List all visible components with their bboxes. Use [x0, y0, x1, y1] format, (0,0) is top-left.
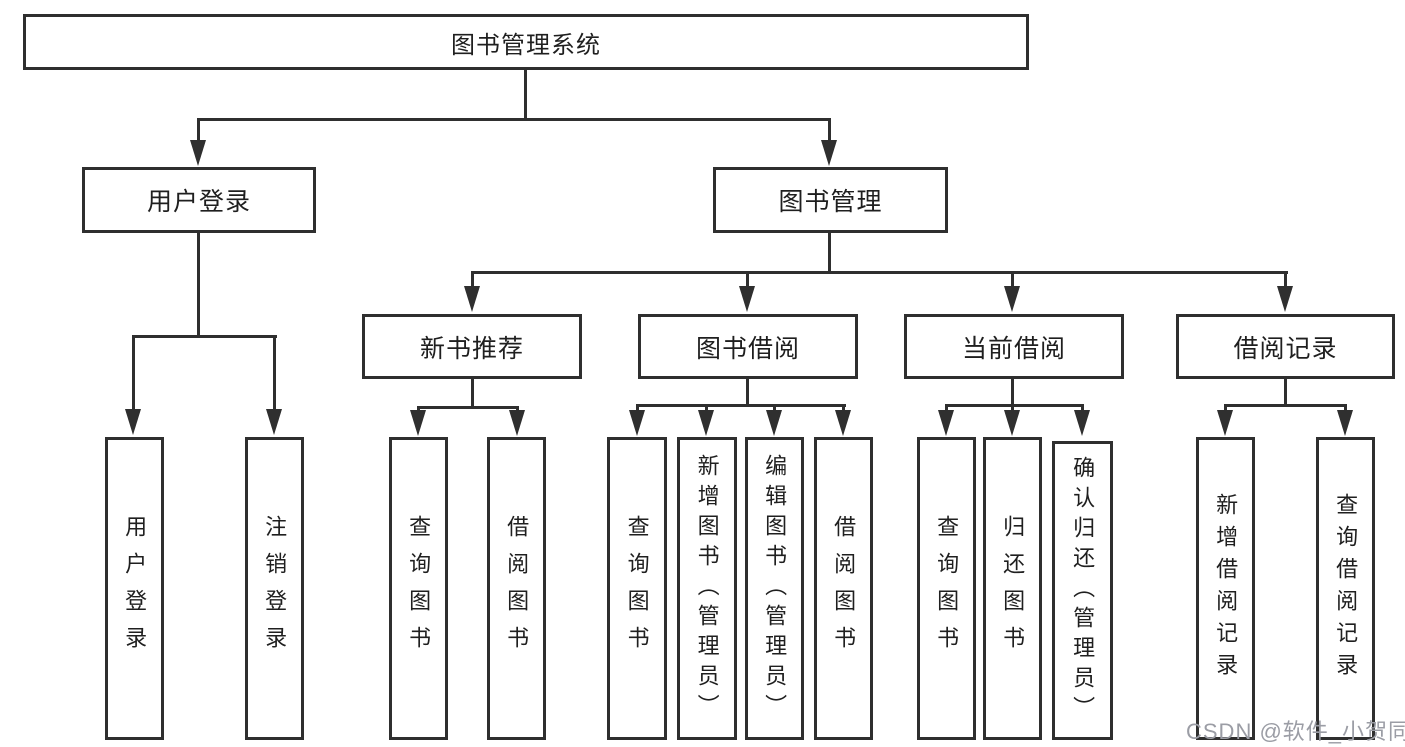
connector-vline [1284, 379, 1287, 407]
arrow-down-icon [509, 410, 525, 436]
connector-hline [945, 404, 1084, 407]
leaf-label: 用户登录 [122, 514, 148, 663]
leaf-label: 查询借阅记录 [1333, 492, 1359, 685]
arrow-down-icon [464, 286, 480, 312]
connector-vline [273, 335, 276, 413]
connector-vline [828, 118, 831, 144]
arrow-down-icon [835, 410, 851, 436]
leaf-logout: 注销登录 [245, 437, 304, 740]
node-borrow-records: 借阅记录 [1176, 314, 1395, 379]
connector-vline [197, 232, 200, 338]
leaf-label: 查询图书 [624, 514, 650, 663]
leaf-query-books: 查询图书 [917, 437, 976, 740]
arrow-down-icon [266, 409, 282, 435]
connector-hline [636, 404, 846, 407]
leaf-label: 新增借阅记录 [1213, 492, 1239, 685]
leaf-label: 查询图书 [406, 514, 432, 663]
leaf-query-borrow-record: 查询借阅记录 [1316, 437, 1375, 740]
node-label: 图书管理 [778, 188, 883, 216]
arrow-down-icon [1004, 410, 1020, 436]
connector-vline [1011, 271, 1014, 289]
connector-vline [132, 335, 135, 413]
leaf-edit-books-admin: 编辑图书（管理员） [745, 437, 804, 740]
node-label: 图书借阅 [695, 334, 800, 363]
leaf-label: 确认归还（管理员） [1070, 455, 1096, 726]
arrow-down-icon [1004, 286, 1020, 312]
node-label: 用户登录 [146, 188, 251, 216]
connector-hline [1224, 404, 1347, 407]
leaf-label: 注销登录 [262, 514, 288, 663]
csdn-watermark: CSDN @软件_小贺同学 [1186, 719, 1405, 744]
leaf-label: 借阅图书 [831, 514, 857, 663]
arrow-down-icon [190, 140, 206, 166]
connector-vline [1011, 379, 1014, 407]
leaf-confirm-return-admin: 确认归还（管理员） [1052, 441, 1113, 740]
node-library-system: 图书管理系统 [23, 14, 1029, 70]
arrow-down-icon [821, 140, 837, 166]
connector-hline [197, 118, 831, 121]
node-label: 借阅记录 [1233, 334, 1338, 363]
leaf-user-login: 用户登录 [105, 437, 164, 740]
node-label: 新书推荐 [419, 334, 524, 363]
leaf-label: 新增图书（管理员） [694, 453, 720, 724]
node-book-management: 图书管理 [713, 167, 948, 233]
connector-hline [132, 335, 277, 338]
node-book-borrowing: 图书借阅 [638, 314, 858, 379]
leaf-return-books: 归还图书 [983, 437, 1042, 740]
connector-vline [471, 271, 474, 289]
arrow-down-icon [1074, 410, 1090, 436]
connector-hline [471, 271, 1288, 274]
connector-vline [746, 379, 749, 407]
leaf-query-books: 查询图书 [607, 437, 667, 740]
leaf-add-books-admin: 新增图书（管理员） [677, 437, 737, 740]
node-label: 当前借阅 [961, 334, 1066, 363]
leaf-label: 归还图书 [1000, 514, 1026, 663]
arrow-down-icon [125, 409, 141, 435]
connector-hline [417, 406, 519, 409]
node-new-book-recommend: 新书推荐 [362, 314, 582, 379]
leaf-borrow-books: 借阅图书 [487, 437, 546, 740]
connector-vline [471, 379, 474, 409]
arrow-down-icon [766, 410, 782, 436]
leaf-label: 编辑图书（管理员） [762, 453, 788, 724]
leaf-borrow-books: 借阅图书 [814, 437, 873, 740]
node-label: 图书管理系统 [451, 31, 601, 59]
connector-vline [524, 68, 527, 120]
leaf-query-books: 查询图书 [389, 437, 448, 740]
connector-vline [828, 232, 831, 274]
arrow-down-icon [1337, 410, 1353, 436]
leaf-add-borrow-record: 新增借阅记录 [1196, 437, 1255, 740]
arrow-down-icon [698, 410, 714, 436]
arrow-down-icon [410, 410, 426, 436]
arrow-down-icon [1277, 286, 1293, 312]
leaf-label: 查询图书 [934, 514, 960, 663]
arrow-down-icon [938, 410, 954, 436]
leaf-label: 借阅图书 [504, 514, 530, 663]
node-user-login: 用户登录 [82, 167, 316, 233]
node-current-borrowing: 当前借阅 [904, 314, 1124, 379]
arrow-down-icon [739, 286, 755, 312]
connector-vline [197, 118, 200, 144]
connector-vline [1284, 271, 1287, 289]
arrow-down-icon [1217, 410, 1233, 436]
arrow-down-icon [629, 410, 645, 436]
connector-vline [746, 271, 749, 289]
